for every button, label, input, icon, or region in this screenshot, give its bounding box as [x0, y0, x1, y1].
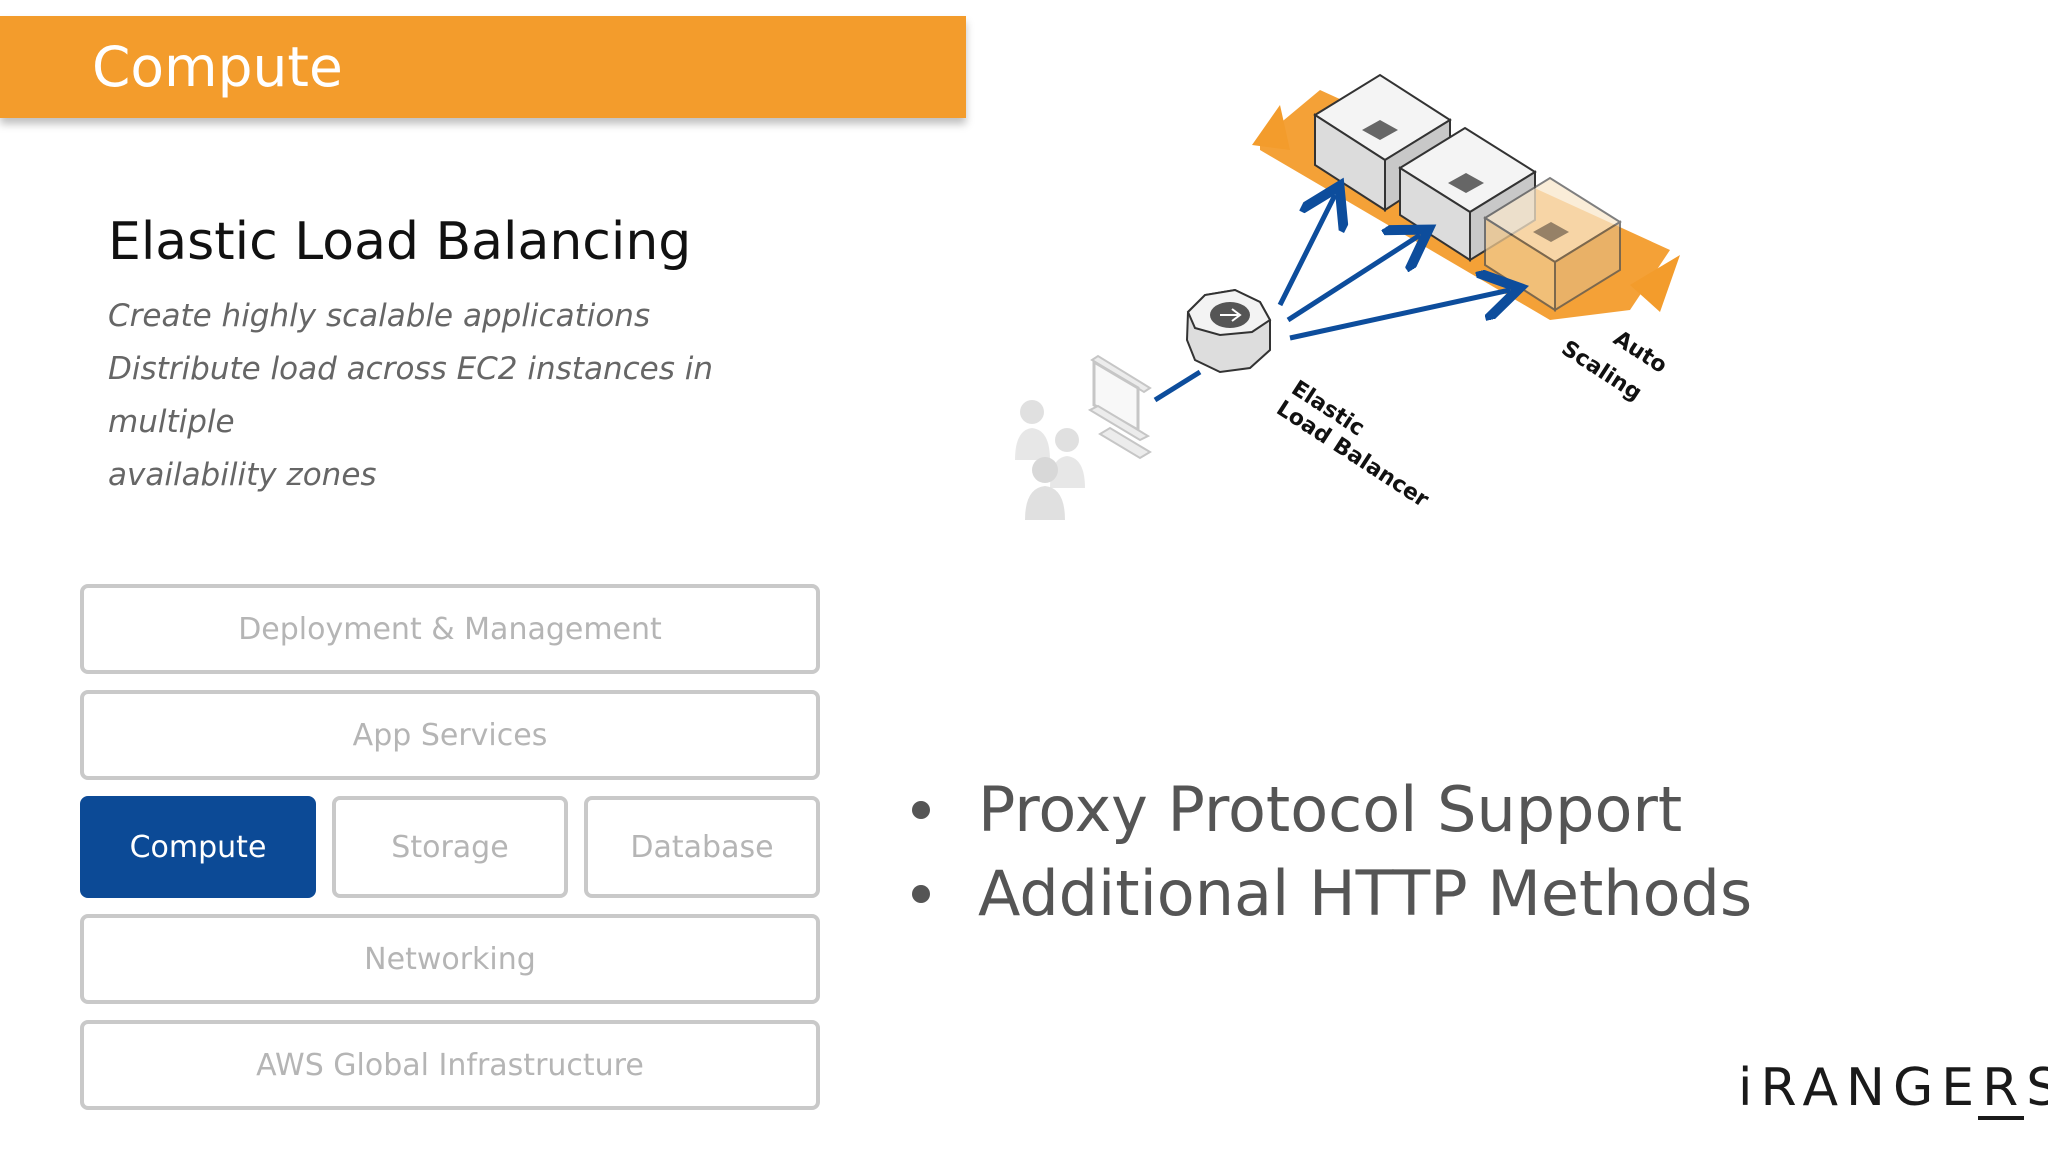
bullet-icon — [912, 885, 930, 903]
computer-icon — [1087, 354, 1152, 460]
server-instance-pending — [1483, 176, 1622, 312]
stack-item-deployment-management[interactable]: Deployment & Management — [80, 584, 820, 674]
stack-item-networking[interactable]: Networking — [80, 914, 820, 1004]
elb-diagram-svg: Elastic Load Balancer Auto Scaling — [1015, 73, 1680, 520]
elastic-load-balancer-icon — [1185, 288, 1272, 374]
description-line: Create highly scalable applications — [108, 298, 651, 334]
service-title: Elastic Load Balancing — [108, 212, 692, 272]
bullet-icon — [912, 801, 930, 819]
irangers-logo: iRANGERS — [1738, 1058, 2048, 1118]
stack-item-database[interactable]: Database — [584, 796, 820, 898]
description-line: Distribute load across EC2 instances in … — [108, 351, 713, 440]
stack-item-app-services[interactable]: App Services — [80, 690, 820, 780]
header-bar: Compute — [0, 16, 966, 118]
elb-to-server-arrow — [1277, 195, 1335, 307]
header-title: Compute — [92, 35, 343, 99]
description-line: availability zones — [108, 457, 377, 493]
feature-bullets: Proxy Protocol Support Additional HTTP M… — [900, 768, 1752, 936]
elb-diagram: Elastic Load Balancer Auto Scaling — [990, 50, 1710, 550]
stack-item-storage[interactable]: Storage — [332, 796, 568, 898]
bullet-text: Additional HTTP Methods — [978, 857, 1753, 930]
client-to-elb-line — [1153, 369, 1202, 403]
logo-underline — [1978, 1116, 2024, 1120]
bullet-text: Proxy Protocol Support — [978, 773, 1683, 846]
auto-scaling-band-arrow-left — [1252, 105, 1290, 150]
bullet-item: Proxy Protocol Support — [900, 768, 1752, 852]
stack-item-aws-global-infrastructure[interactable]: AWS Global Infrastructure — [80, 1020, 820, 1110]
elb-to-server-arrow — [1289, 290, 1510, 341]
service-description: Create highly scalable applications Dist… — [108, 290, 828, 502]
elb-to-server-arrow — [1286, 235, 1420, 323]
stack-item-compute[interactable]: Compute — [80, 796, 316, 898]
bullet-item: Additional HTTP Methods — [900, 852, 1752, 936]
users-icon — [1015, 400, 1085, 520]
auto-scaling-band-arrow-right — [1630, 255, 1680, 312]
